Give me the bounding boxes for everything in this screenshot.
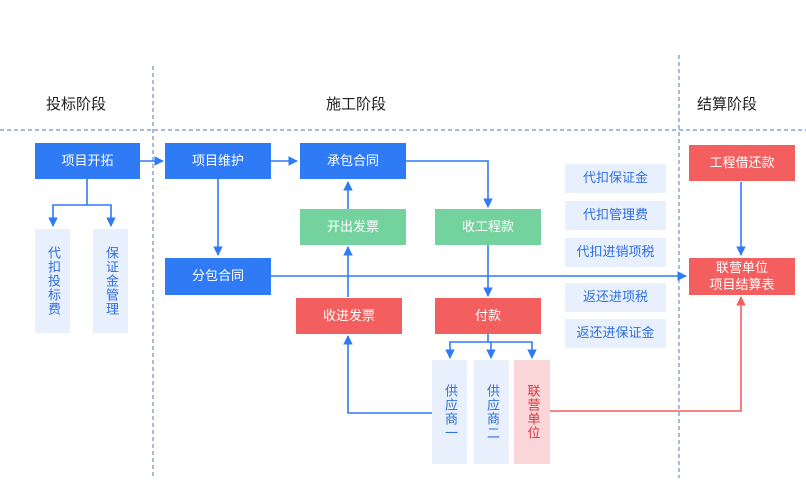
phase-label-bidding: 投标阶段	[46, 95, 107, 113]
arrow-start-branch-two	[87, 204, 116, 227]
node-loan-repay: 工程借还款	[689, 145, 795, 181]
node-supplier-one: 供应商一	[432, 360, 467, 464]
side-item-deposit-return: 返还进保证金	[565, 319, 666, 348]
node-subcontract: 分包合同	[165, 258, 271, 295]
phase-label-construction: 施工阶段	[326, 95, 387, 113]
node-deposit-management: 保证金管理	[93, 229, 128, 333]
phase-label-settlement: 结算阶段	[697, 95, 758, 113]
arrow-contract-to-collect	[406, 160, 493, 208]
arrow-start-branch	[48, 179, 88, 227]
arrow-payment-to-supplier-one	[445, 334, 489, 359]
node-settlement-table: 联营单位 项目结算表	[689, 258, 795, 295]
arrow-payment-to-joint	[488, 341, 537, 359]
node-joint-unit: 联营单位	[514, 360, 550, 464]
node-main-contract: 承包合同	[300, 143, 406, 179]
node-collect-payment: 收工程款	[435, 209, 541, 245]
node-supplier-two: 供应商二	[474, 360, 509, 464]
node-project-maintain: 项目维护	[165, 143, 271, 179]
side-item-input-tax-return: 返还进项税	[565, 283, 666, 312]
side-item-deposit-withholding: 代扣保证金	[565, 164, 666, 193]
side-item-vat-withholding: 代扣进销项税	[565, 238, 666, 267]
settlement-table-line2: 项目结算表	[709, 277, 775, 293]
arrow-joint-to-settlement	[550, 296, 746, 412]
arrow-supplier-to-receive	[343, 335, 432, 414]
settlement-table-line1: 联营单位	[715, 260, 768, 276]
node-receive-invoice: 收进发票	[296, 298, 402, 334]
node-payment: 付款	[435, 298, 541, 334]
node-issue-invoice: 开出发票	[300, 209, 406, 245]
node-bid-withholding: 代扣投标费	[35, 229, 70, 333]
side-item-management-fee: 代扣管理费	[565, 201, 666, 230]
node-project-start: 项目开拓	[35, 143, 140, 179]
